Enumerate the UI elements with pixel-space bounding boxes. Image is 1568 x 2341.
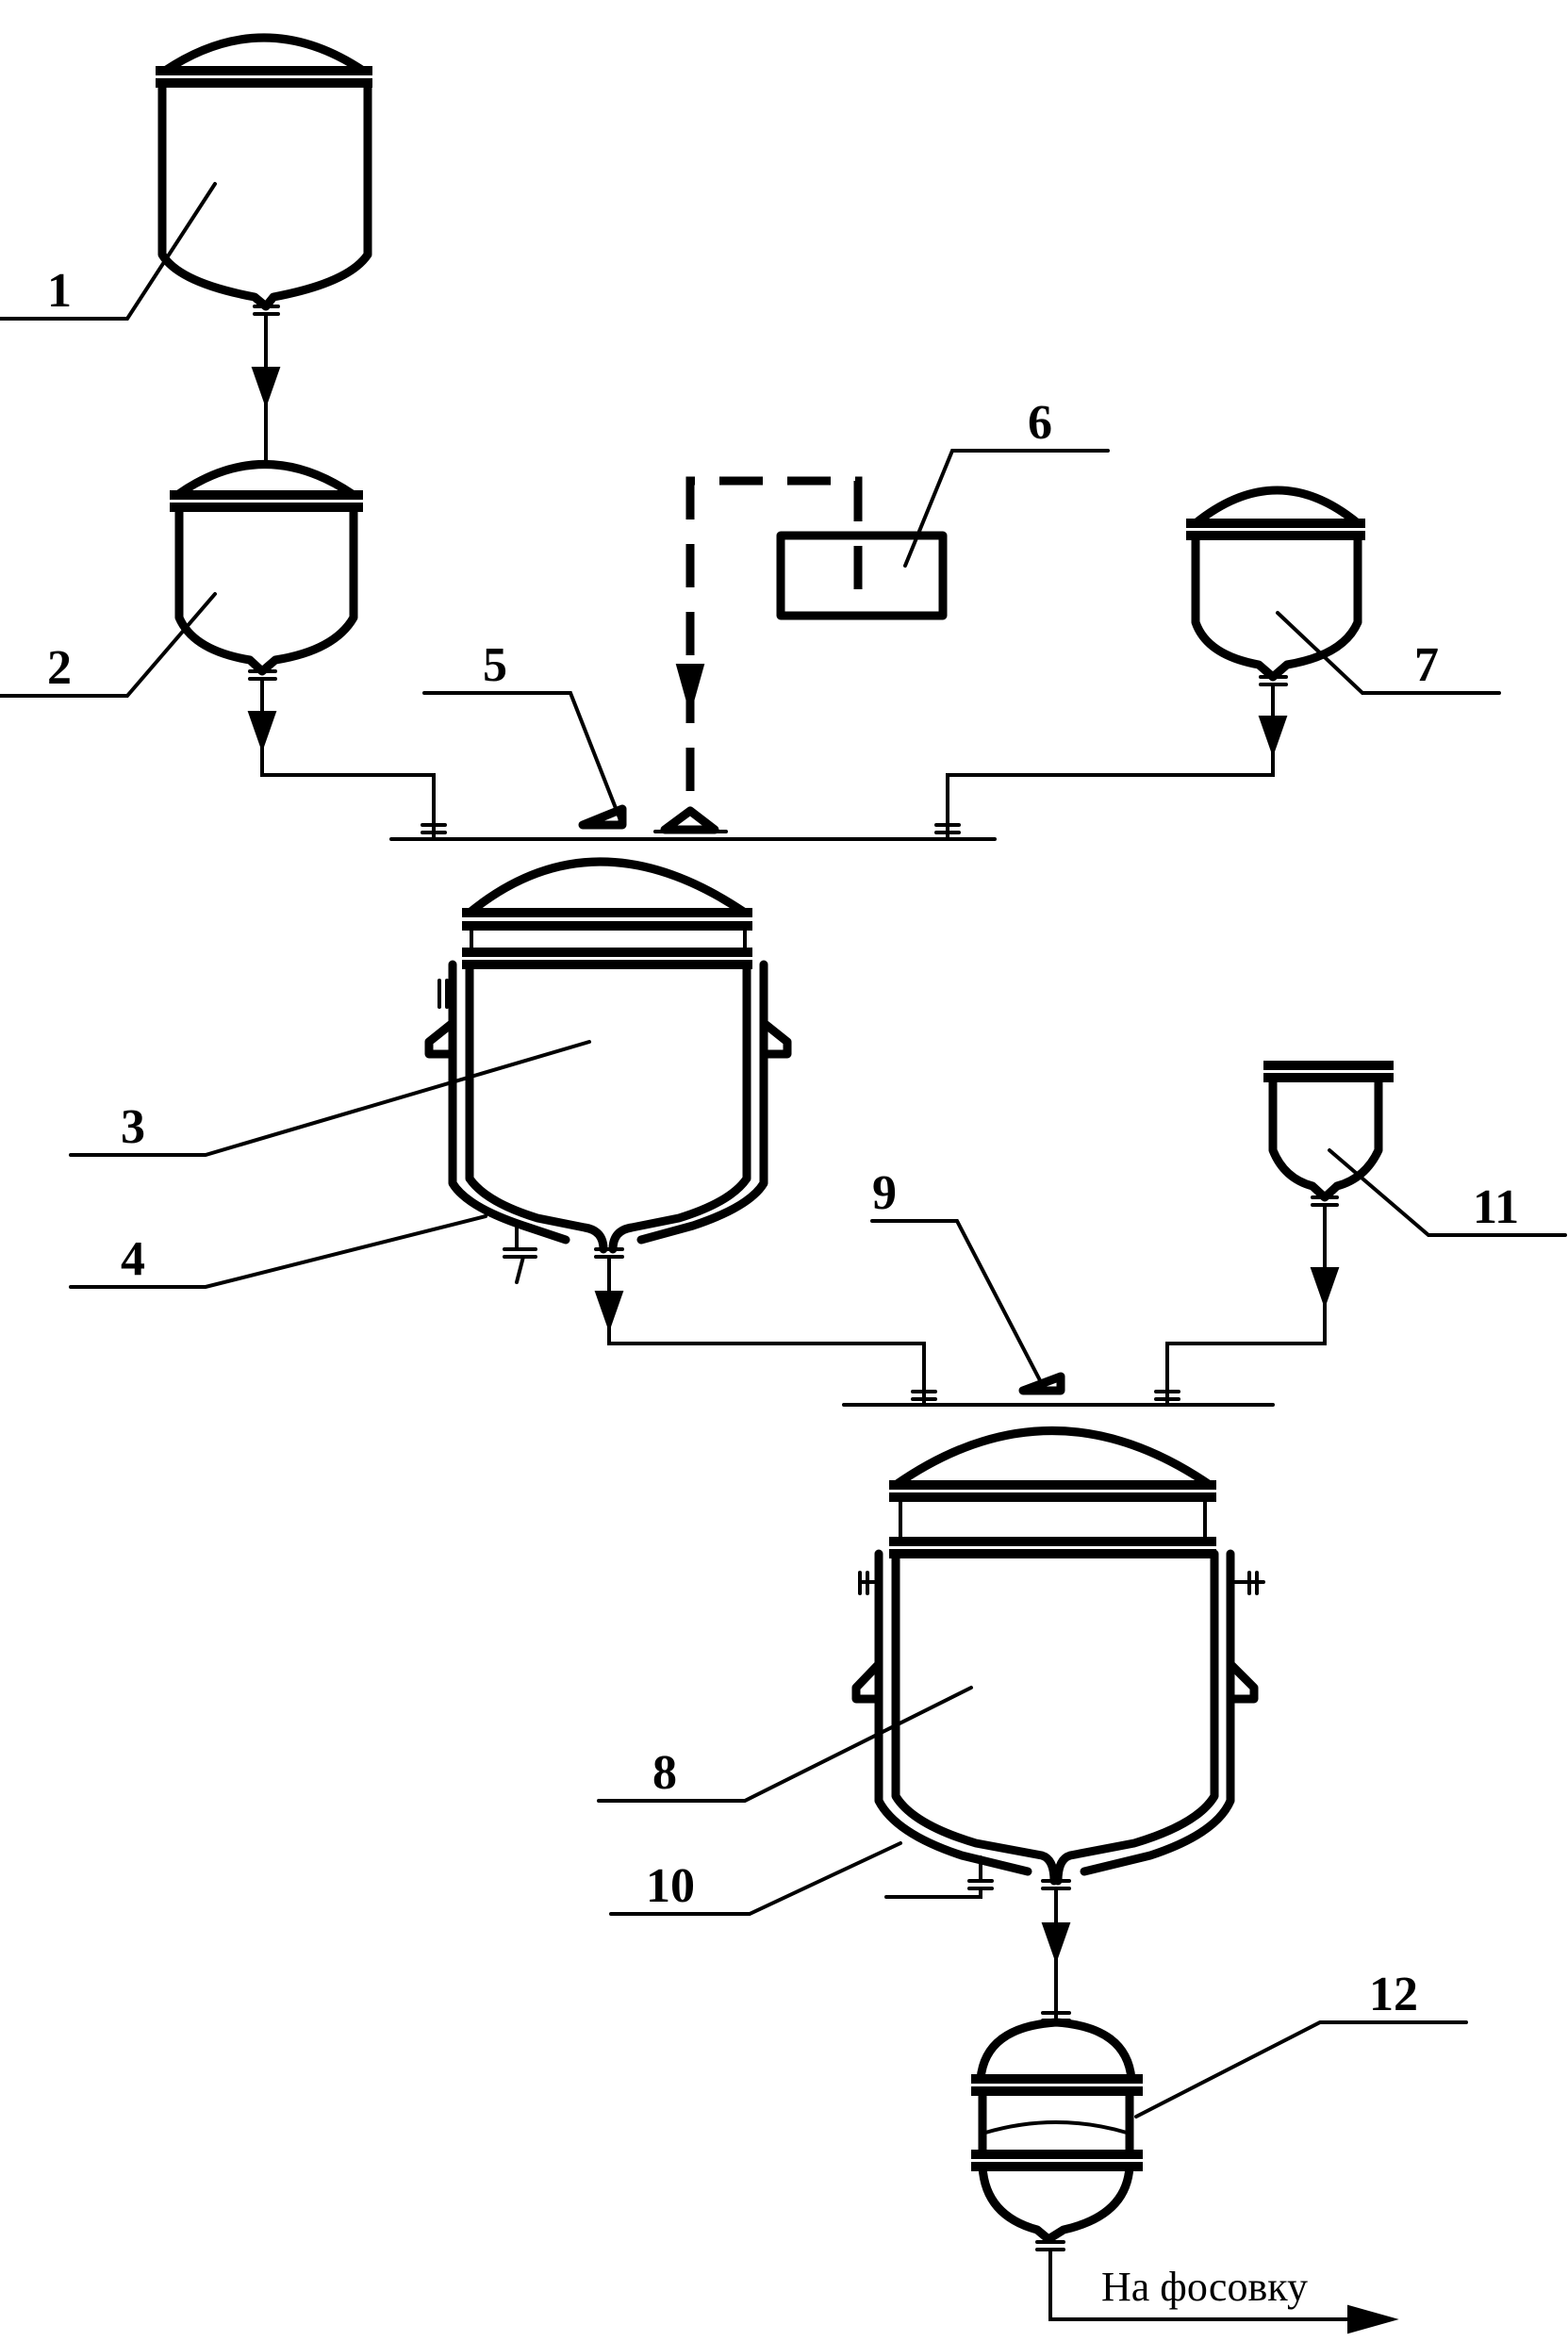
label-3: 3 [121,1100,145,1154]
label-1: 1 [47,264,72,318]
flow-arrow-11-8 [1312,1268,1338,1306]
flow-arrow-3-8 [596,1292,622,1329]
dashed-feed-line [690,481,858,806]
vessel-1 [156,38,372,314]
vessel-7 [1186,490,1365,684]
vessel-12 [971,2022,1143,2250]
vessel-11 [1263,1065,1394,1205]
vessel-2 [170,465,363,680]
pipe-3-8 [609,1259,924,1405]
flow-arrow-7-3 [1260,717,1286,754]
outlet-label: На фосовку [1101,2264,1308,2310]
label-5: 5 [483,638,507,692]
flow-arrow-8-12 [1043,1923,1069,1961]
label-9: 9 [872,1166,897,1220]
flow-arrow-6-3 [677,665,703,712]
label-6: 6 [1028,396,1052,450]
label-11: 11 [1473,1180,1519,1234]
label-12: 12 [1369,1968,1418,2021]
pipe-2-3 [262,681,434,839]
label-4: 4 [121,1232,145,1286]
inlet-nozzle-6 [665,811,715,830]
flow-arrow-1-2 [253,368,279,405]
label-2: 2 [47,641,72,695]
label-7: 7 [1414,638,1439,692]
leader-lines [0,184,1565,2117]
label-10: 10 [646,1859,695,1913]
outlet-arrow [1348,2306,1395,2333]
vessel-8 [856,1431,1263,1898]
label-8: 8 [652,1746,677,1800]
flow-arrow-2-3 [249,712,275,750]
pipe-11-8 [1167,1207,1325,1405]
pipe-7-3 [948,686,1273,839]
